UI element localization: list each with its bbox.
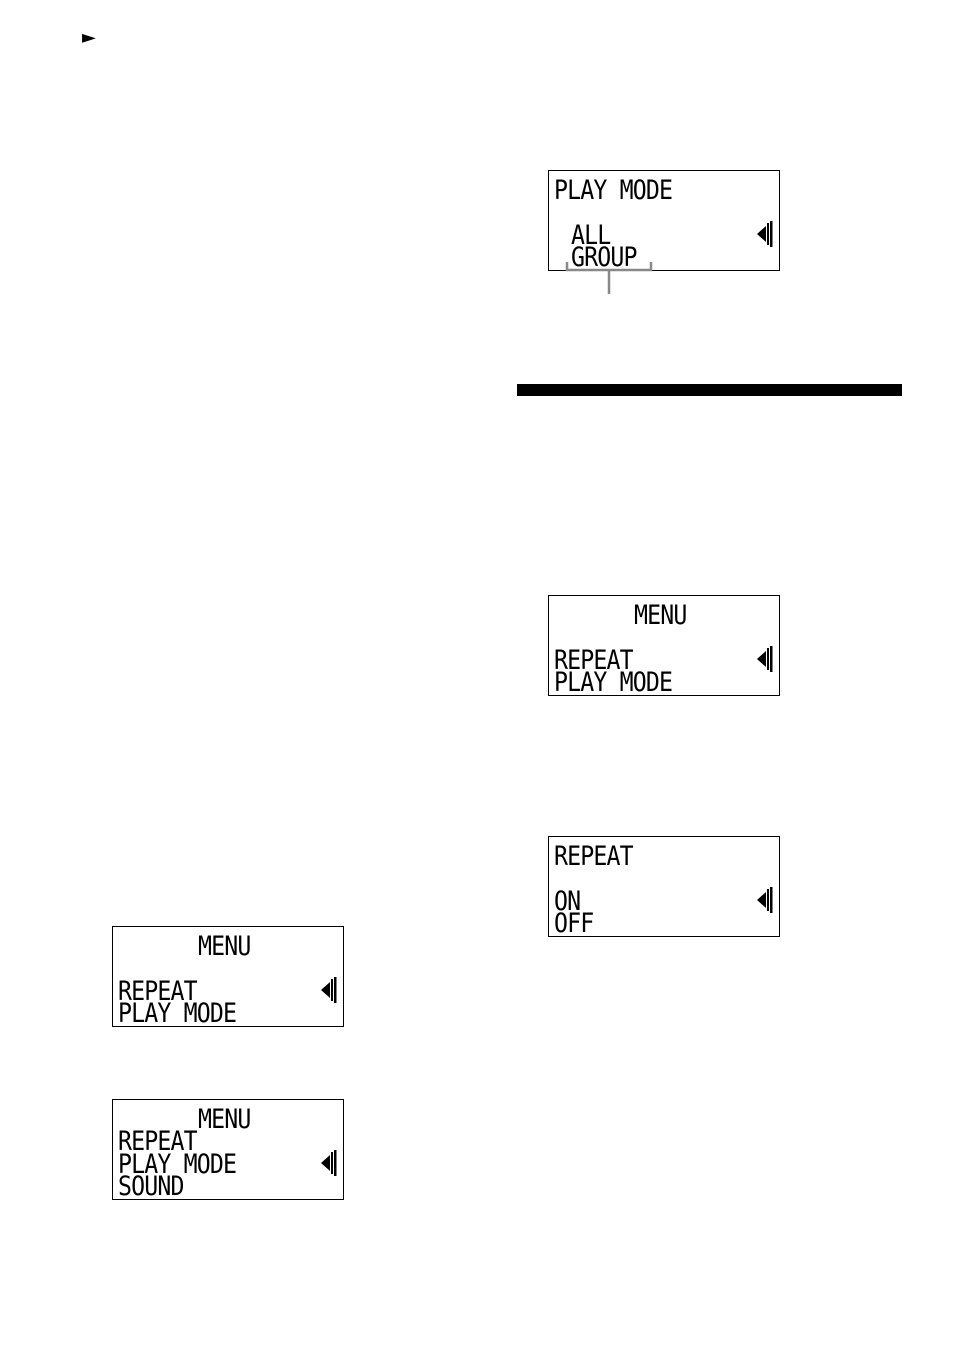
lcd-menu-item-play-mode: PLAY MODE <box>554 667 673 698</box>
lcd-display-repeat: REPEAT ON OFF <box>548 836 780 937</box>
cursor-pointer-icon <box>757 221 773 247</box>
lcd-title: MENU <box>634 600 687 631</box>
lcd-title: MENU <box>198 931 251 962</box>
cursor-pointer-icon <box>321 1150 337 1176</box>
lcd-option-off: OFF <box>554 908 594 939</box>
section-divider-bar <box>517 384 902 396</box>
lcd-menu-item-repeat: REPEAT <box>554 645 634 676</box>
lcd-option-group: GROUP <box>571 242 637 273</box>
lcd-option-all: ALL <box>571 220 611 251</box>
lcd-menu-item-play-mode: PLAY MODE <box>118 1149 237 1180</box>
lcd-menu-item-sound: SOUND <box>118 1171 184 1202</box>
lcd-menu-item-play-mode: PLAY MODE <box>118 998 237 1029</box>
cursor-pointer-icon <box>757 646 773 672</box>
lcd-title: MENU <box>198 1104 251 1135</box>
lcd-menu-item-repeat: REPEAT <box>118 1126 198 1157</box>
lcd-display-menu: MENU REPEAT PLAY MODE <box>112 926 344 1027</box>
cursor-pointer-icon <box>757 887 773 913</box>
lcd-title: PLAY MODE <box>554 175 673 206</box>
lcd-display-menu-sound: MENU REPEAT PLAY MODE SOUND <box>112 1099 344 1200</box>
section-marker-icon: ► <box>82 27 96 48</box>
lcd-title: REPEAT <box>554 841 634 872</box>
lcd-display-menu: MENU REPEAT PLAY MODE <box>548 595 780 696</box>
cursor-pointer-icon <box>321 977 337 1003</box>
lcd-menu-item-repeat: REPEAT <box>118 976 198 1007</box>
callout-bracket <box>565 262 653 294</box>
lcd-option-on: ON <box>554 886 581 917</box>
lcd-display-play-mode: PLAY MODE ALL GROUP <box>548 170 780 271</box>
